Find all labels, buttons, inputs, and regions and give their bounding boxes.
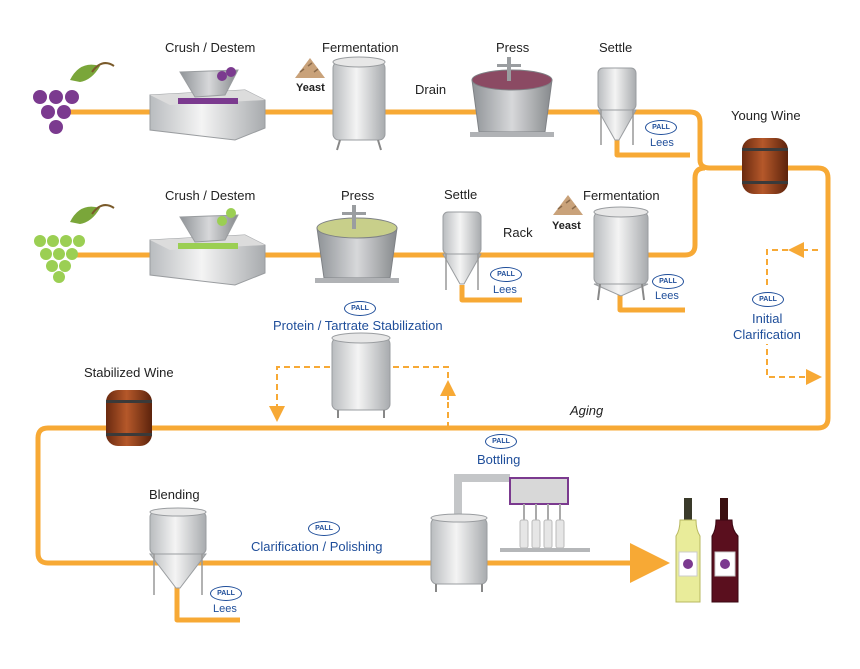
blending-label: Blending [149, 487, 200, 502]
row1-press-label: Press [496, 40, 530, 55]
row1-drain-label: Drain [415, 82, 447, 97]
fermentation-tank-1-icon [332, 56, 386, 151]
row2-lees-label: Lees [493, 284, 517, 296]
pipe-ferm2-lees [617, 295, 685, 313]
row1-fermentation-label: Fermentation [322, 40, 399, 55]
crusher-destemmer-1-icon [149, 67, 266, 141]
dashed-protein-right [392, 366, 449, 428]
pipes [35, 109, 831, 623]
green-grapes-icon [34, 204, 115, 283]
pall-logo-icon: PALL [344, 301, 376, 316]
pall-logo-icon: PALL [652, 274, 684, 289]
stabilized-wine-label: Stabilized Wine [84, 365, 174, 380]
pall-logo-icon: PALL [490, 267, 522, 282]
row2-press-label: Press [341, 188, 375, 203]
protein-stabilization-label: Protein / Tartrate Stabilization [273, 318, 443, 333]
fermentation-tank-2-icon [593, 206, 649, 301]
settle-tank-2-icon [442, 211, 482, 290]
pipe-settle2-lees [459, 285, 522, 303]
stabilized-wine-barrel-icon [106, 390, 152, 446]
young-wine-barrel-icon [742, 138, 788, 194]
row2-yeast-label: Yeast [552, 220, 581, 232]
pipe-settle1-lees [614, 140, 690, 158]
dashed-protein-left [269, 366, 330, 422]
red-wine-bottle-icon [711, 498, 739, 603]
row2-fermentation-label: Fermentation [583, 188, 660, 203]
young-wine-label: Young Wine [731, 108, 801, 123]
pipe-row1 [35, 109, 831, 566]
bottling-line-icon [430, 474, 590, 592]
blending-tank-icon [148, 507, 208, 595]
press-1-icon [470, 57, 554, 137]
press-2-icon [315, 205, 399, 283]
crusher-destemmer-2-icon [149, 208, 266, 286]
row2-settle-label: Settle [444, 187, 478, 202]
row1-yeast-label: Yeast [296, 82, 325, 94]
blending-lees-label: Lees [213, 603, 237, 615]
pall-logo-icon: PALL [752, 292, 784, 307]
row2-crush-label: Crush / Destem [165, 188, 256, 203]
aging-label: Aging [570, 403, 604, 418]
settle-tank-1-icon [597, 67, 637, 145]
initial-clarification-line2: Clarification [733, 327, 801, 342]
pall-logo-icon: PALL [645, 120, 677, 135]
initial-clarification-line1: Initial [752, 311, 783, 326]
row1-lees-label: Lees [650, 137, 674, 149]
yeast-pile-2-icon [553, 195, 583, 215]
white-wine-bottle-icon [675, 498, 701, 603]
row2-lees2-label: Lees [655, 290, 679, 302]
yeast-pile-1-icon [295, 58, 325, 78]
row2-rack-label: Rack [503, 225, 533, 240]
pall-logo-icon: PALL [210, 586, 242, 601]
pipe-row2 [70, 165, 706, 258]
red-grapes-icon [33, 62, 115, 134]
pipe-blending-lees [174, 585, 240, 623]
pall-logo-icon: PALL [485, 434, 517, 449]
bottling-label: Bottling [477, 452, 521, 467]
clarification-polishing-label: Clarification / Polishing [251, 539, 383, 554]
pall-logo-icon: PALL [308, 521, 340, 536]
stabilization-tank-icon [331, 332, 391, 418]
row1-settle-label: Settle [599, 40, 633, 55]
row1-crush-label: Crush / Destem [165, 40, 256, 55]
